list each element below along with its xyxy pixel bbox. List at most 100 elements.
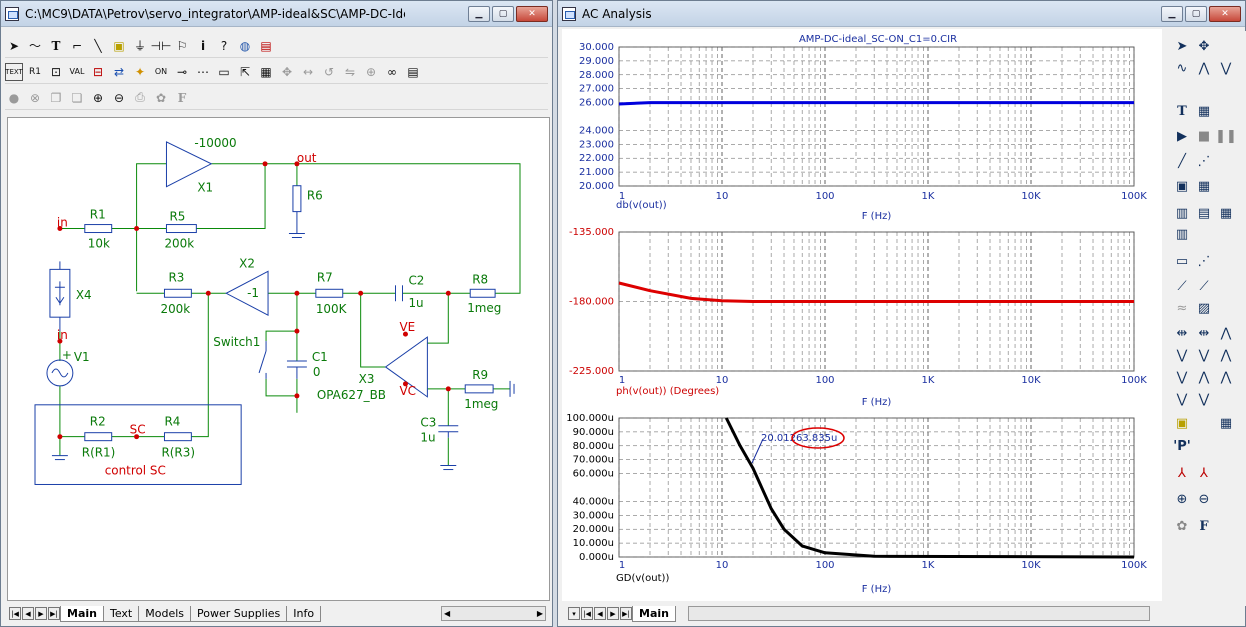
minimize-button[interactable]: ▁ (468, 6, 490, 22)
bug-icon[interactable]: ✿ (1176, 518, 1188, 534)
info-icon[interactable]: i (200, 38, 206, 53)
prev-page-icon[interactable]: ◀ (22, 607, 34, 620)
binoculars-icon[interactable]: ∞ (387, 64, 397, 79)
tab-main-analysis[interactable]: Main (632, 605, 676, 622)
mirror-icon[interactable]: ⇋ (344, 64, 356, 79)
prev-plot-icon[interactable]: ◀ (594, 607, 606, 620)
schematic-canvas[interactable]: -10000 X1 R6 R1 10k R5 200k X2 -1 R3 200… (7, 117, 550, 601)
horizontal-lines-icon[interactable]: ▤ (1197, 205, 1211, 221)
resistor-icon[interactable]: ⏚ (133, 39, 146, 53)
tag-icon[interactable]: ⋰ (1197, 253, 1211, 269)
tab-models[interactable]: Models (138, 605, 191, 622)
node-number-icon[interactable]: ⊟ (92, 64, 104, 79)
dropdown-icon[interactable]: ▣ (1175, 415, 1189, 431)
cursor-mode-icon[interactable]: ⟋ (1199, 278, 1209, 294)
align-left-icon[interactable]: ⅄ (1178, 465, 1186, 481)
zoom-out-icon[interactable]: ⊖ (113, 90, 125, 105)
flip-icon[interactable]: ↔ (302, 64, 314, 79)
minor-grid-icon[interactable]: ▥ (1175, 226, 1189, 242)
tab-main[interactable]: Main (60, 605, 104, 622)
bug-icon[interactable]: ✿ (155, 90, 167, 105)
dotted-line-icon[interactable]: ⋰ (1197, 153, 1211, 169)
slope-icon[interactable]: ⟋ (1177, 278, 1187, 294)
battery-icon[interactable]: ▤ (260, 38, 272, 53)
help-icon[interactable]: ? (220, 38, 228, 53)
maximize-button[interactable]: ▢ (492, 6, 514, 22)
frame-icon[interactable]: ▭ (218, 64, 230, 79)
select-icon[interactable]: ➤ (1176, 38, 1188, 54)
copy-icon[interactable]: ❐ (50, 90, 62, 105)
inflection-icon[interactable]: ⋁ (1198, 347, 1210, 363)
wave-icon[interactable]: ∿ (1176, 60, 1188, 76)
p-label-icon[interactable]: 'P' (1173, 438, 1191, 454)
tab-dropdown-icon[interactable]: ▾ (568, 607, 580, 620)
ground-icon[interactable]: ◍ (239, 38, 251, 53)
paste-icon[interactable]: ❏ (71, 90, 83, 105)
page-icon[interactable]: ▤ (407, 64, 419, 79)
grid-icon[interactable]: ▦ (1197, 178, 1211, 194)
pin-icon[interactable]: ⊡ (50, 64, 62, 79)
properties-icon[interactable]: ▦ (1197, 103, 1211, 119)
zoom-in-icon[interactable]: ⊕ (92, 90, 104, 105)
step-icon[interactable]: ✥ (1198, 38, 1210, 54)
tab-text[interactable]: Text (102, 605, 140, 622)
cursor-icon[interactable]: ⇱ (239, 64, 251, 79)
tab-power-supplies[interactable]: Power Supplies (190, 605, 288, 622)
peak-icon[interactable]: ⋀ (1198, 60, 1210, 76)
first-plot-icon[interactable]: |◀ (581, 607, 593, 620)
select-icon[interactable]: ➤ (8, 38, 20, 53)
text-icon[interactable]: T (1177, 103, 1187, 119)
tab-info[interactable]: Info (286, 605, 322, 622)
last-plot-icon[interactable]: ▶| (620, 607, 632, 620)
frame-icon[interactable]: ▣ (1175, 178, 1189, 194)
properties-icon[interactable]: ▦ (260, 64, 272, 79)
scroll-right-icon[interactable]: ▶ (536, 609, 543, 618)
low-icon[interactable]: ⋁ (1176, 347, 1188, 363)
global-low-icon[interactable]: ⋁ (1176, 369, 1188, 385)
valley-icon[interactable]: ⋁ (1220, 60, 1232, 76)
orthogonal-wire-icon[interactable]: ⌐ (71, 38, 83, 53)
line-icon[interactable]: ╲ (94, 38, 102, 53)
rotate-icon[interactable]: ↺ (323, 64, 335, 79)
next-plot-icon[interactable]: ▶ (607, 607, 619, 620)
text-mode-icon[interactable]: TEXT (5, 62, 23, 81)
value-icon[interactable]: VAL (69, 67, 85, 76)
zoom-out-icon[interactable]: ⊖ (1198, 491, 1210, 507)
line-icon[interactable]: ╱ (1178, 153, 1186, 169)
box-icon[interactable]: ▭ (1175, 253, 1189, 269)
printer-icon[interactable]: ⎙ (135, 90, 145, 104)
scale-icon[interactable]: ≈ (1176, 300, 1188, 316)
zoom-in-icon[interactable]: ⊕ (1176, 491, 1188, 507)
plot-area[interactable]: AMP-DC-ideal_SC-ON_C1=0.CIR 30.00029.000… (562, 29, 1162, 601)
vertical-lines-icon[interactable]: ▥ (1175, 205, 1189, 221)
last-page-icon[interactable]: ▶| (48, 607, 60, 620)
stop-icon[interactable]: ■ (1197, 128, 1211, 144)
flag-icon[interactable]: ⚐ (176, 38, 188, 53)
next-simulation-icon[interactable]: ⋁ (1176, 391, 1188, 407)
pause-icon[interactable]: ❚❚ (1215, 128, 1237, 144)
light-icon[interactable]: ✦ (134, 64, 146, 79)
text-tool-icon[interactable]: T (51, 38, 61, 53)
grid-icon[interactable]: ⋯ (197, 64, 209, 79)
stop-icon[interactable]: ● (8, 90, 20, 105)
peak-find-icon[interactable]: ⇹ (1176, 325, 1188, 341)
arrow-icon[interactable]: ⇄ (113, 64, 125, 79)
font-icon[interactable]: F (177, 90, 187, 105)
resistor-label-icon[interactable]: R1 (29, 66, 41, 77)
find-icon[interactable]: ⊕ (365, 64, 377, 79)
valley-find-icon[interactable]: ⇹ (1198, 325, 1210, 341)
component-icon[interactable]: ▣ (113, 38, 125, 53)
first-page-icon[interactable]: |◀ (9, 607, 21, 620)
scroll-left-icon[interactable]: ◀ (444, 609, 451, 618)
capacitor-icon[interactable]: ⊣⊢ (150, 38, 172, 53)
bottom-icon[interactable]: ⋀ (1220, 369, 1232, 385)
high-icon[interactable]: ⋀ (1220, 325, 1232, 341)
pin-connect-icon[interactable]: ⊸ (176, 64, 188, 79)
run-icon[interactable]: ▶ (1177, 128, 1187, 144)
analysis-minimize-button[interactable]: ▁ (1161, 6, 1183, 22)
top-icon[interactable]: ⋀ (1198, 369, 1210, 385)
analysis-close-button[interactable]: ✕ (1209, 6, 1241, 22)
horizontal-scrollbar[interactable]: ◀▶ (441, 606, 546, 621)
align-right-icon[interactable]: ⅄ (1200, 465, 1208, 481)
cancel-icon[interactable]: ⊗ (29, 90, 41, 105)
